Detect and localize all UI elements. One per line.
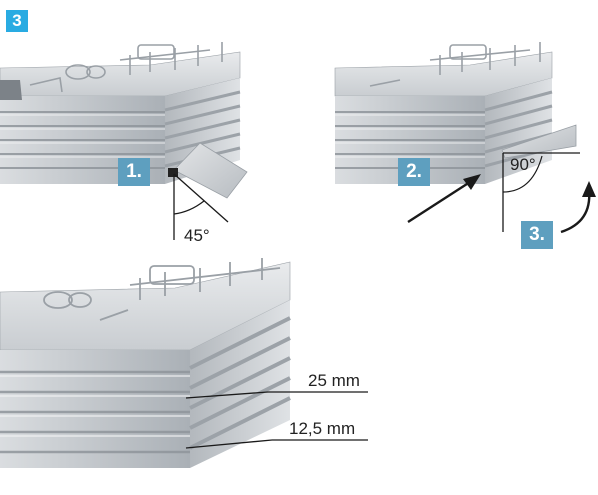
- substep-3-badge: 3.: [521, 221, 553, 249]
- angle-label-90: 90°: [510, 155, 536, 174]
- dimension-label-upper: 25 mm: [308, 371, 360, 390]
- dimension-label-lower: 12,5 mm: [289, 419, 356, 438]
- substep-2-badge: 2.: [398, 158, 430, 186]
- substep-1-badge: 1.: [118, 158, 150, 186]
- profile-panel-3: [0, 258, 368, 468]
- angle-label-45: 45°: [184, 226, 210, 245]
- profile-panel-2: [334, 42, 596, 234]
- step-number-badge: 3: [6, 10, 28, 32]
- profile-panel-1: [0, 42, 248, 240]
